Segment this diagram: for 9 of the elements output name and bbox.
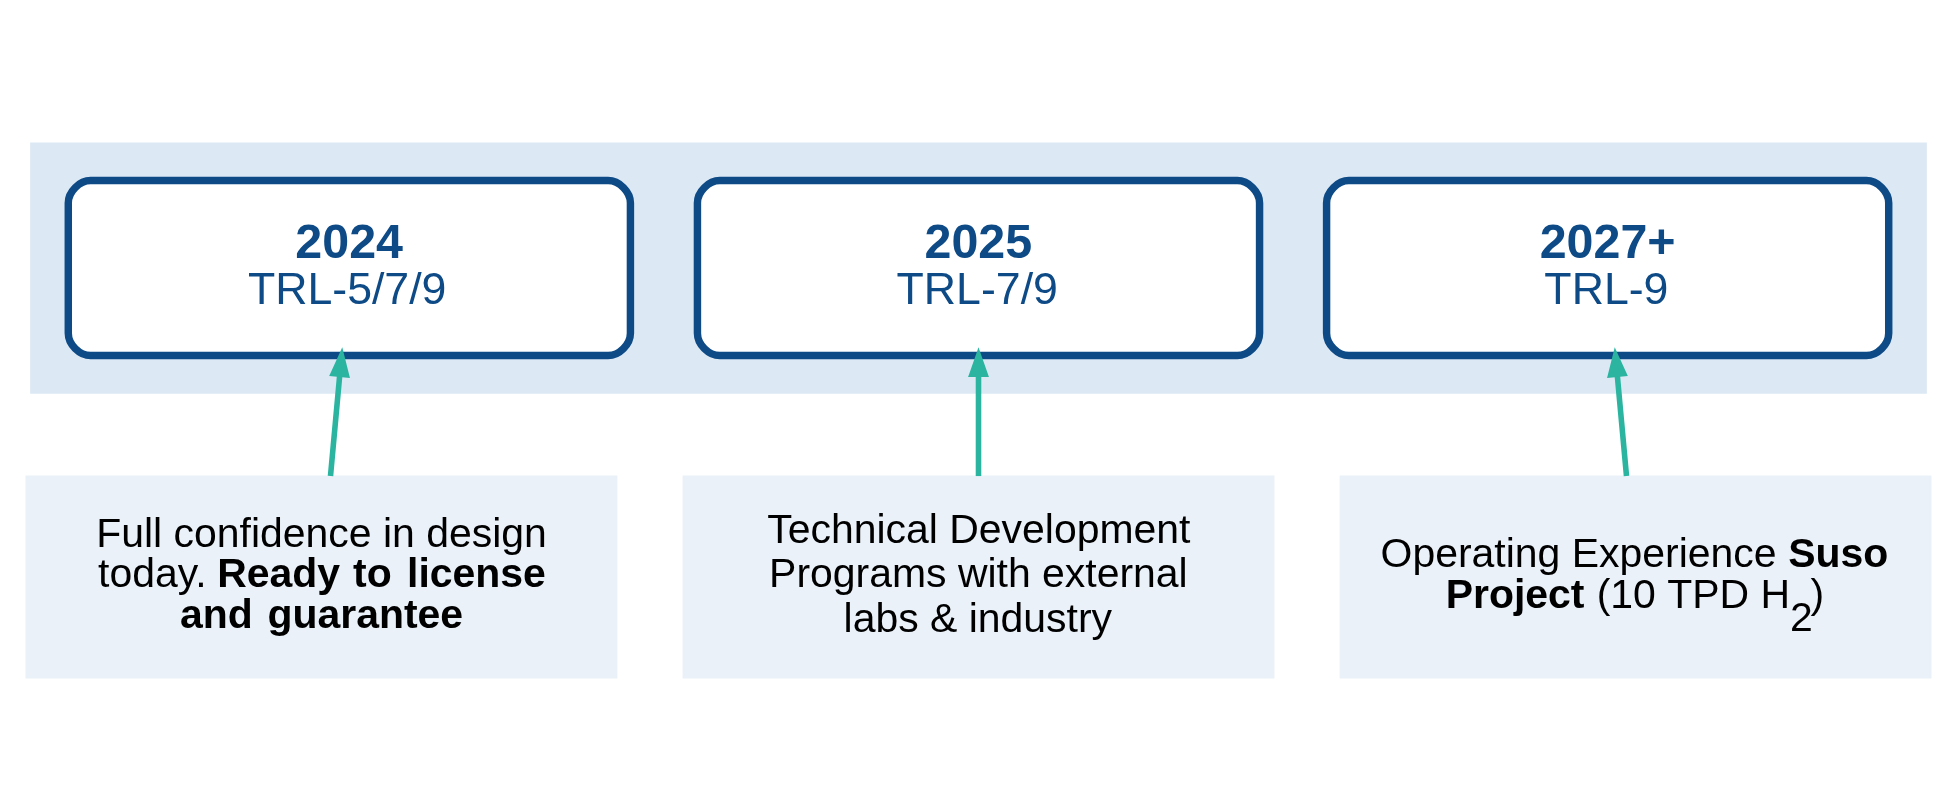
node-box: 2027+ TRL-9 bbox=[1322, 176, 1893, 360]
arrow bbox=[327, 347, 350, 477]
arrow bbox=[1607, 347, 1630, 477]
node-box: Full confidence in design today. Ready to license and guarantee bbox=[25, 475, 618, 679]
cluster bbox=[30, 142, 1927, 394]
node-box: 2025 TRL-7/9 bbox=[693, 176, 1264, 360]
node-box: 2024 TRL-5/7/9 bbox=[64, 176, 635, 360]
node-box: Technical Development Programs with external labs & industry bbox=[682, 475, 1275, 679]
arrow bbox=[968, 347, 989, 477]
